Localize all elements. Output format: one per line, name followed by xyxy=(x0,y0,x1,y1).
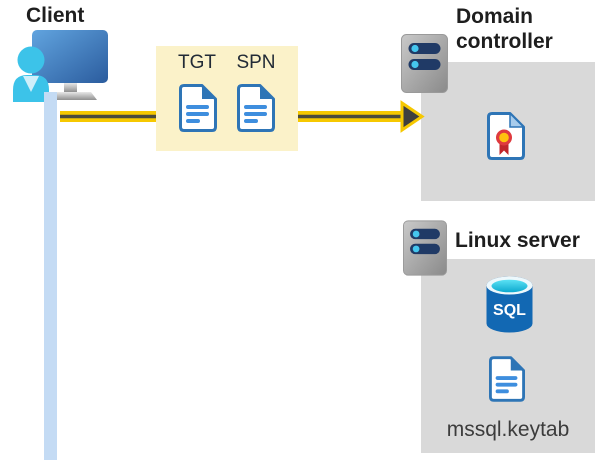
linux-server-icon xyxy=(403,220,447,276)
sql-database-icon: SQL xyxy=(486,276,533,333)
keytab-filename-label: mssql.keytab xyxy=(446,418,570,441)
linux-server-label: Linux server xyxy=(455,229,580,252)
domain-controller-server-icon xyxy=(401,34,448,93)
monitor-icon xyxy=(32,30,108,100)
sql-text: SQL xyxy=(493,302,526,319)
certificate-icon xyxy=(487,112,525,160)
client-label: Client xyxy=(26,4,85,27)
spn-label: SPN xyxy=(236,52,276,73)
tgt-label: TGT xyxy=(178,52,216,73)
tgt-ticket-document-icon xyxy=(179,84,217,132)
client-timeline-bar xyxy=(44,92,57,460)
client-workstation-icon xyxy=(13,30,108,102)
arrowhead-icon xyxy=(400,100,425,133)
spn-ticket-document-icon xyxy=(237,84,275,132)
domain-controller-label-line1: Domain xyxy=(456,5,534,28)
domain-controller-label: Domain controller xyxy=(456,4,553,54)
keytab-document-icon xyxy=(489,356,525,402)
domain-controller-label-line2: controller xyxy=(456,30,553,53)
user-icon xyxy=(13,46,49,102)
